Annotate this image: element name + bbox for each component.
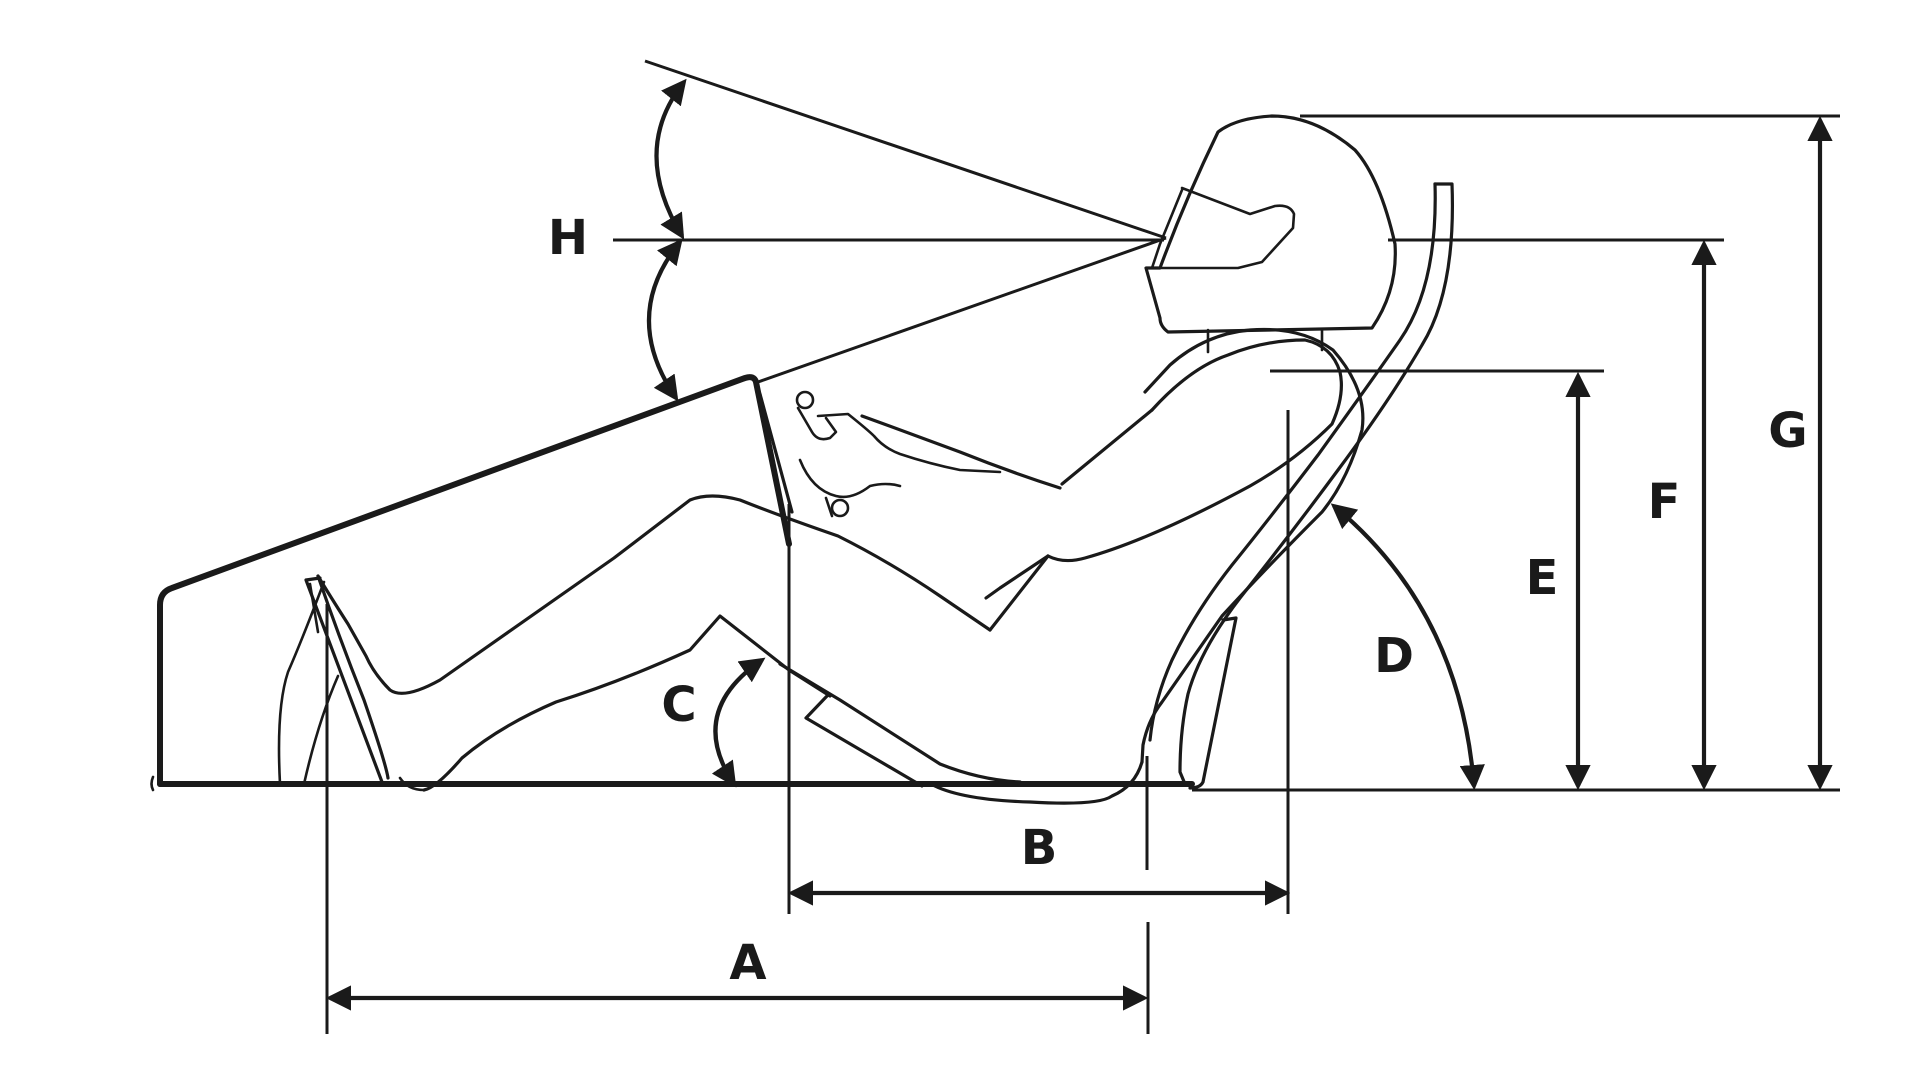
label-h: H [548,210,588,266]
label-a: A [729,935,766,991]
dimension-h [613,59,1167,402]
driver-figure [316,114,1397,792]
label-f: F [1648,474,1681,530]
chassis-outline [150,374,1195,792]
label-b: B [1021,820,1058,876]
dimension-c [711,657,766,788]
dimension-b [787,410,1291,914]
dimension-extensions [1192,114,1840,792]
steering-wheel [758,390,850,518]
label-g: G [1768,403,1807,459]
label-c: C [661,677,696,733]
racing-seat [778,182,1454,805]
dimension-d [1330,503,1485,791]
label-d: D [1374,628,1414,684]
dimension-a [325,604,1150,1034]
pedals [277,576,384,786]
label-e: E [1526,550,1559,606]
